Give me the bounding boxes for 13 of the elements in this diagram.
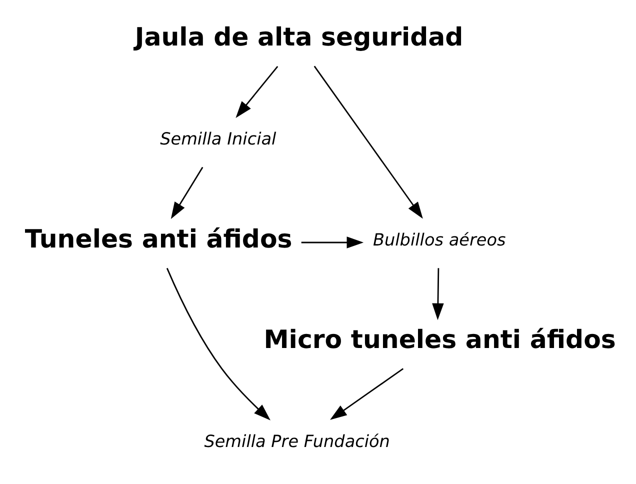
arrow [432,268,444,320]
arrow [166,267,270,420]
node-text: Bulbillos aéreos [372,228,506,249]
node-text: Jaula de alta seguridad [134,22,464,52]
node-text: Semilla Pre Fundación [204,430,390,451]
arrow [236,66,278,118]
node-text: Micro tuneles anti áfidos [264,324,616,354]
node-text: Tuneles anti áfidos [24,224,292,253]
arrow [330,368,404,420]
arrow [314,65,423,218]
arrow [301,236,364,248]
arrow [170,166,204,218]
node-text: Semilla Inicial [160,128,276,148]
